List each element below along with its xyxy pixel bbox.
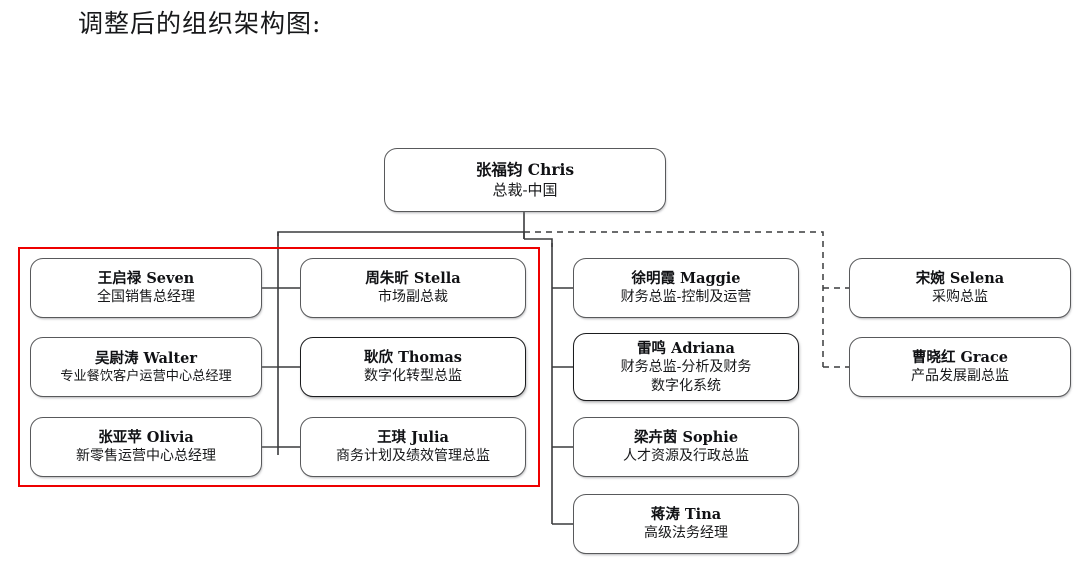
node-title: 新零售运营中心总经理 xyxy=(76,448,216,465)
connector-col3-drop xyxy=(524,238,553,247)
node-col3-3[interactable]: 蒋涛 Tina 高级法务经理 xyxy=(573,494,799,554)
node-title: 专业餐饮客户运营中心总经理 xyxy=(60,368,232,384)
node-col2-2[interactable]: 王琪 Julia 商务计划及绩效管理总监 xyxy=(300,417,526,477)
node-name: 王琪 Julia xyxy=(377,429,449,447)
connector-col1-stubs xyxy=(262,287,278,448)
node-name: 徐明霞 Maggie xyxy=(631,270,741,288)
node-title: 市场副总裁 xyxy=(378,289,448,306)
node-col3-0[interactable]: 徐明霞 Maggie 财务总监-控制及运营 xyxy=(573,258,799,318)
node-title: 财务总监-分析及财务 xyxy=(620,358,752,375)
node-title: 采购总监 xyxy=(932,289,988,306)
node-title-line2: 数字化系统 xyxy=(651,377,721,394)
connector-col2-stubs xyxy=(278,287,300,448)
node-title: 财务总监-控制及运营 xyxy=(620,289,752,306)
node-name: 蒋涛 Tina xyxy=(650,506,722,524)
node-name: 王启禄 Seven xyxy=(97,270,195,288)
node-name: 吴尉涛 Walter xyxy=(94,349,198,367)
node-name: 耿欣 Thomas xyxy=(364,349,462,367)
connector-dashed-col4 xyxy=(524,231,849,368)
node-name: 曹晓红 Grace xyxy=(911,349,1009,367)
node-title: 人才资源及行政总监 xyxy=(623,448,749,465)
node-col3-1[interactable]: 雷鸣 Adriana 财务总监-分析及财务 数字化系统 xyxy=(573,333,799,401)
node-col2-1[interactable]: 耿欣 Thomas 数字化转型总监 xyxy=(300,337,526,397)
node-title: 全国销售总经理 xyxy=(97,289,195,306)
node-title: 数字化转型总监 xyxy=(364,368,462,385)
node-name: 张亚苹 Olivia xyxy=(98,429,194,447)
node-name: 周朱昕 Stella xyxy=(365,270,461,288)
connector-col3-stubs xyxy=(552,287,573,525)
node-col4-1[interactable]: 曹晓红 Grace 产品发展副总监 xyxy=(849,337,1071,397)
node-col3-2[interactable]: 梁卉茵 Sophie 人才资源及行政总监 xyxy=(573,417,799,477)
node-name: 梁卉茵 Sophie xyxy=(633,429,739,447)
node-col4-0[interactable]: 宋婉 Selena 采购总监 xyxy=(849,258,1071,318)
node-name: 张福钧 Chris xyxy=(475,159,575,179)
node-col1-1[interactable]: 吴尉涛 Walter 专业餐饮客户运营中心总经理 xyxy=(30,337,262,397)
node-title: 产品发展副总监 xyxy=(911,368,1009,385)
node-col1-2[interactable]: 张亚苹 Olivia 新零售运营中心总经理 xyxy=(30,417,262,477)
node-title: 总裁-中国 xyxy=(492,181,558,200)
page-title: 调整后的组织架构图: xyxy=(78,9,322,38)
highlight-rectangle xyxy=(18,247,540,487)
node-col2-0[interactable]: 周朱昕 Stella 市场副总裁 xyxy=(300,258,526,318)
node-root[interactable]: 张福钧 Chris 总裁-中国 xyxy=(384,148,666,212)
node-name: 雷鸣 Adriana xyxy=(637,339,735,357)
node-name: 宋婉 Selena xyxy=(915,270,1005,288)
node-title: 商务计划及绩效管理总监 xyxy=(336,448,490,465)
connector-left-bus xyxy=(277,231,525,239)
node-col1-0[interactable]: 王启禄 Seven 全国销售总经理 xyxy=(30,258,262,318)
node-title: 高级法务经理 xyxy=(644,525,728,542)
